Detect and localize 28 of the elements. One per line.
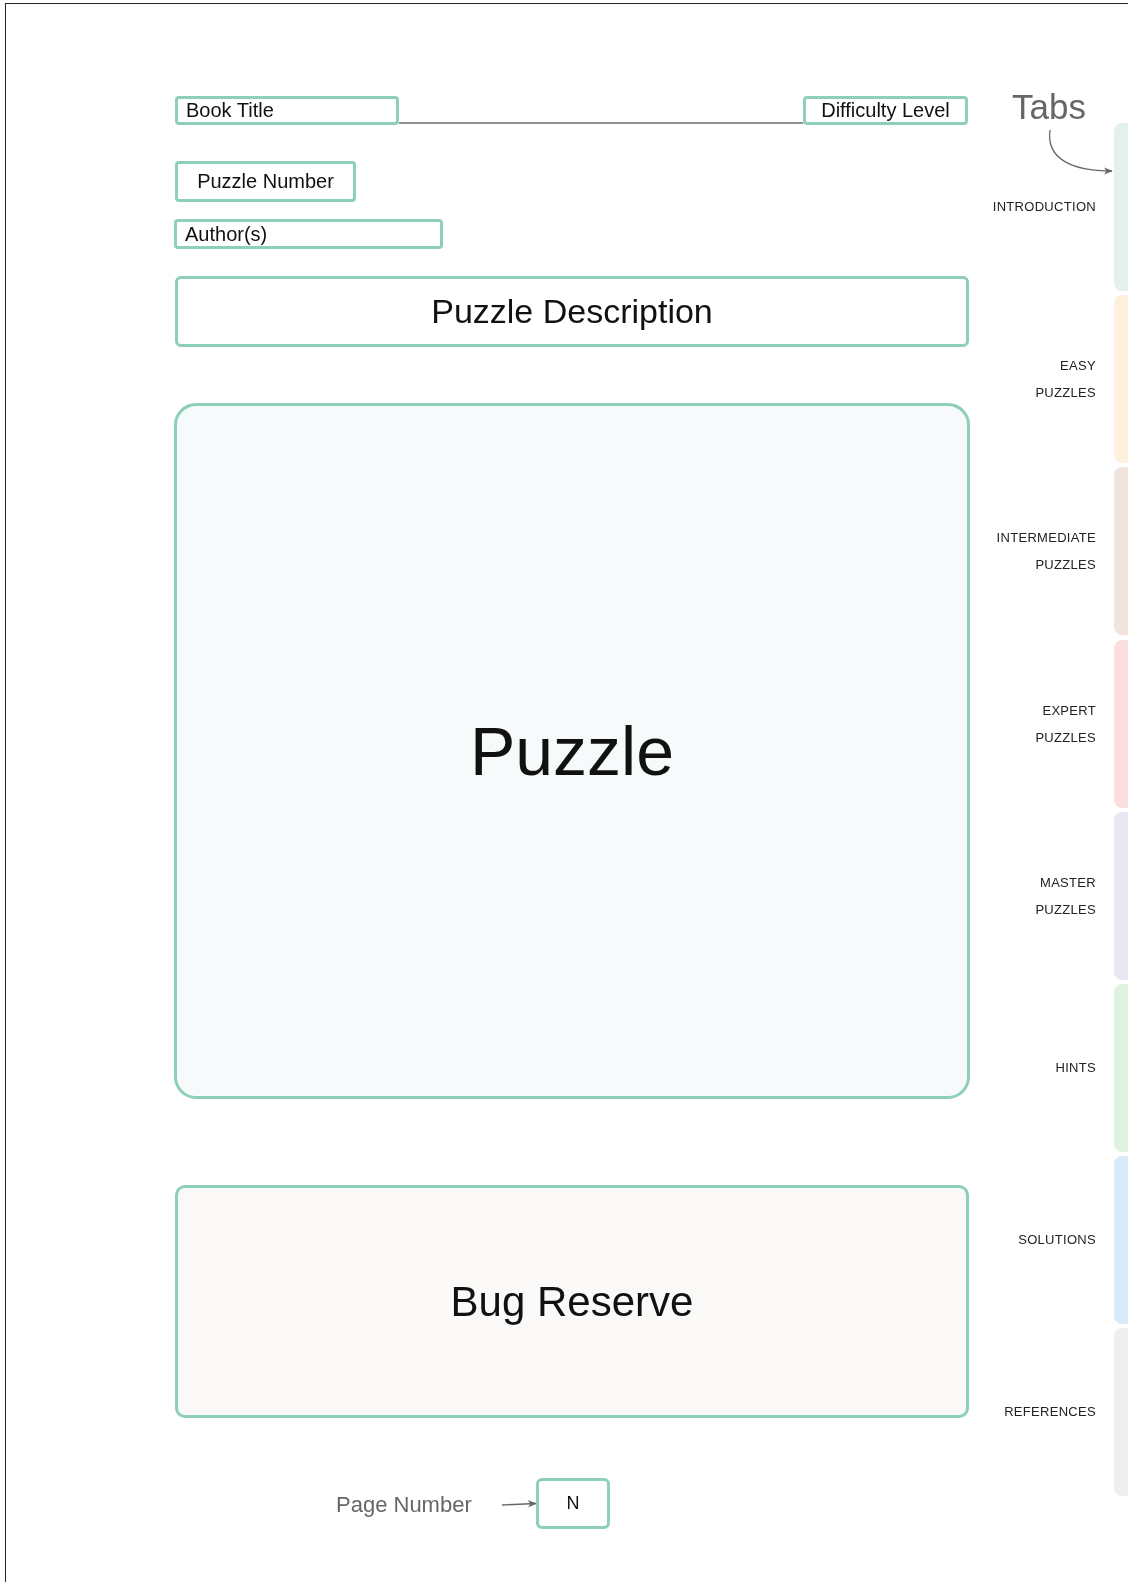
tab-label: SOLUTIONS [1017, 1231, 1096, 1249]
tab-label: INTRODUCTION [991, 198, 1096, 216]
content-panel: Puzzle [174, 403, 970, 1099]
arrow [501, 1500, 537, 1508]
tab-strip [1114, 984, 1128, 1152]
tab-label: HINTS [1054, 1059, 1096, 1077]
connector-line [398, 122, 804, 124]
label-box: Puzzle Number [175, 161, 356, 202]
label-box: Author(s) [174, 219, 443, 249]
label-box: N [536, 1478, 610, 1529]
label-box: Difficulty Level [803, 96, 968, 125]
field-label: Page Number [336, 1490, 500, 1520]
tab-strip [1114, 812, 1128, 980]
tab-strip [1114, 1156, 1128, 1324]
content-panel: Bug Reserve [175, 1185, 969, 1418]
label-box: Book Title [175, 96, 399, 125]
tab-strip [1114, 295, 1128, 463]
tab-label: MASTER PUZZLES [1034, 874, 1096, 919]
arrow [1048, 129, 1113, 175]
tab-label: EXPERT PUZZLES [1034, 702, 1096, 747]
section-heading: Tabs [1012, 86, 1096, 128]
label-box: Puzzle Description [175, 276, 969, 347]
tab-strip [1114, 123, 1128, 291]
tab-label: EASY PUZZLES [1034, 357, 1096, 402]
tab-label: INTERMEDIATE PUZZLES [995, 529, 1096, 574]
tab-strip [1114, 467, 1128, 635]
tab-label: REFERENCES [1003, 1403, 1096, 1421]
tab-strip [1114, 640, 1128, 808]
